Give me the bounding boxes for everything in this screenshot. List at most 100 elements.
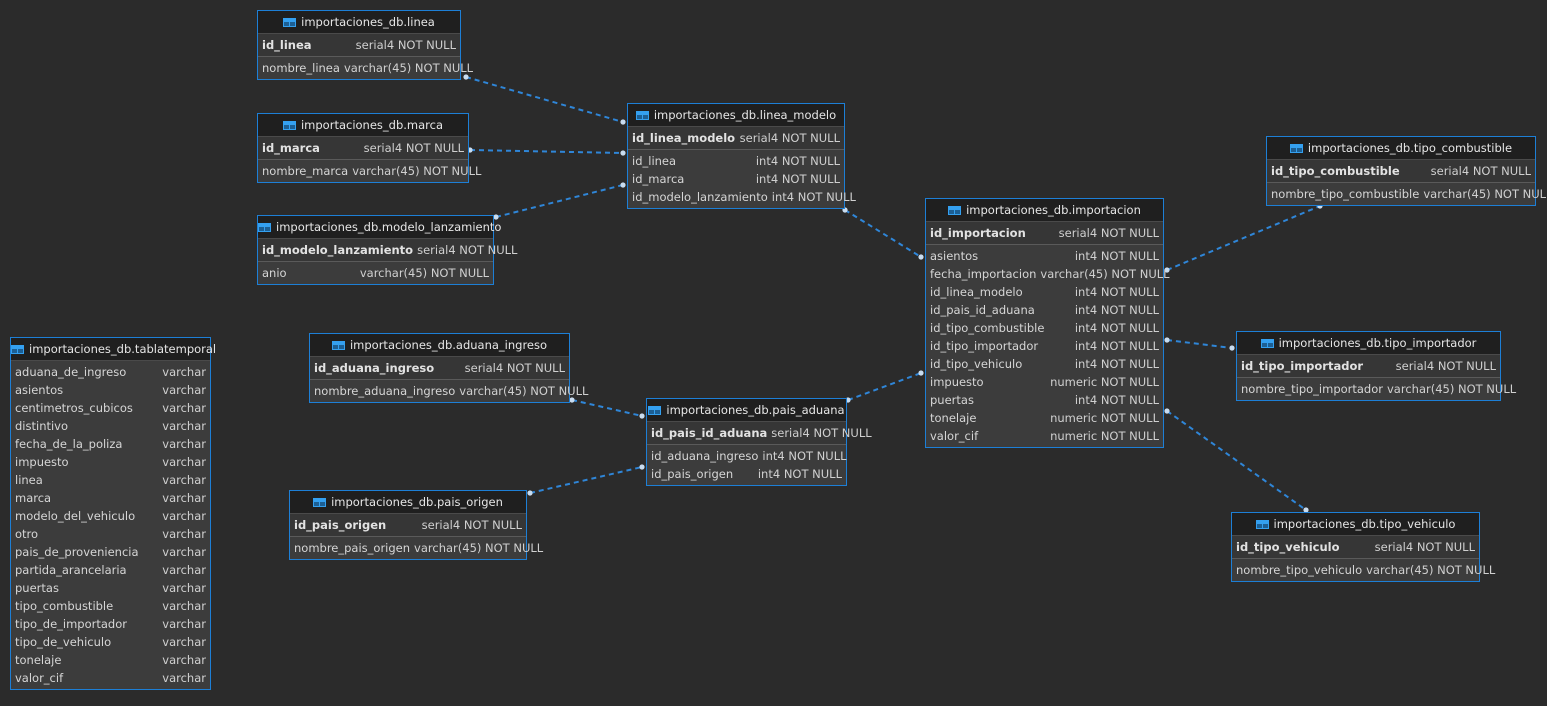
link-modelo-lanzamiento-linea-modelo[interactable] [493, 182, 626, 220]
column-name: id_pais_origen [294, 518, 387, 532]
relationship-line[interactable] [465, 76, 624, 123]
link-pais-aduana-importacion[interactable] [845, 370, 924, 403]
table-header[interactable]: importaciones_db.linea [258, 11, 460, 34]
table-header[interactable]: importaciones_db.importacion [926, 199, 1163, 222]
link-importacion-tipo-vehiculo[interactable] [1164, 408, 1309, 513]
column-name: id_tipo_importador [1241, 359, 1364, 373]
relationship-line[interactable] [844, 209, 922, 258]
link-aduana-ingreso-pais-aduana[interactable] [569, 397, 645, 419]
relationship-line[interactable] [571, 399, 643, 417]
link-linea-linea-modelo[interactable] [463, 74, 626, 125]
relationship-line[interactable] [529, 466, 643, 494]
relationship-line[interactable] [1166, 339, 1233, 349]
relationship-line[interactable] [1166, 410, 1307, 511]
link-pais-origen-pais-aduana[interactable] [527, 464, 645, 496]
table-header[interactable]: importaciones_db.aduana_ingreso [310, 334, 569, 357]
table-header[interactable]: importaciones_db.marca [258, 114, 468, 137]
table-header[interactable]: importaciones_db.tipo_importador [1237, 332, 1500, 355]
link-marca-linea-modelo[interactable] [467, 147, 626, 156]
link-importacion-tipo-combustible[interactable] [1164, 203, 1323, 273]
table-header[interactable]: importaciones_db.pais_origen [290, 491, 526, 514]
relationship-line[interactable] [495, 184, 624, 218]
link-importacion-tipo-importador[interactable] [1164, 337, 1235, 351]
table-header[interactable]: importaciones_db.pais_aduana [647, 399, 846, 422]
table-tablatemporal[interactable]: importaciones_db.tablatemporal aduana_de_… [10, 337, 216, 690]
relationship-line[interactable] [469, 149, 624, 154]
table-header[interactable]: importaciones_db.linea_modelo [628, 104, 844, 127]
table-header[interactable]: importaciones_db.tipo_vehiculo [1232, 513, 1479, 536]
link-linea-modelo-importacion[interactable] [842, 207, 924, 260]
relationship-line[interactable] [1166, 205, 1321, 271]
table-title: importaciones_db.aduana_ingreso [349, 338, 548, 352]
table-aduana-ingreso[interactable]: importaciones_db.aduana_ingreso id_aduana… [309, 333, 588, 403]
table-header[interactable]: importaciones_db.tipo_combustible [1267, 137, 1535, 160]
table-header[interactable]: importaciones_db.tablatemporal [11, 338, 216, 361]
table-header[interactable]: importaciones_db.modelo_lanzamiento [258, 216, 501, 239]
relationship-line[interactable] [847, 372, 922, 401]
